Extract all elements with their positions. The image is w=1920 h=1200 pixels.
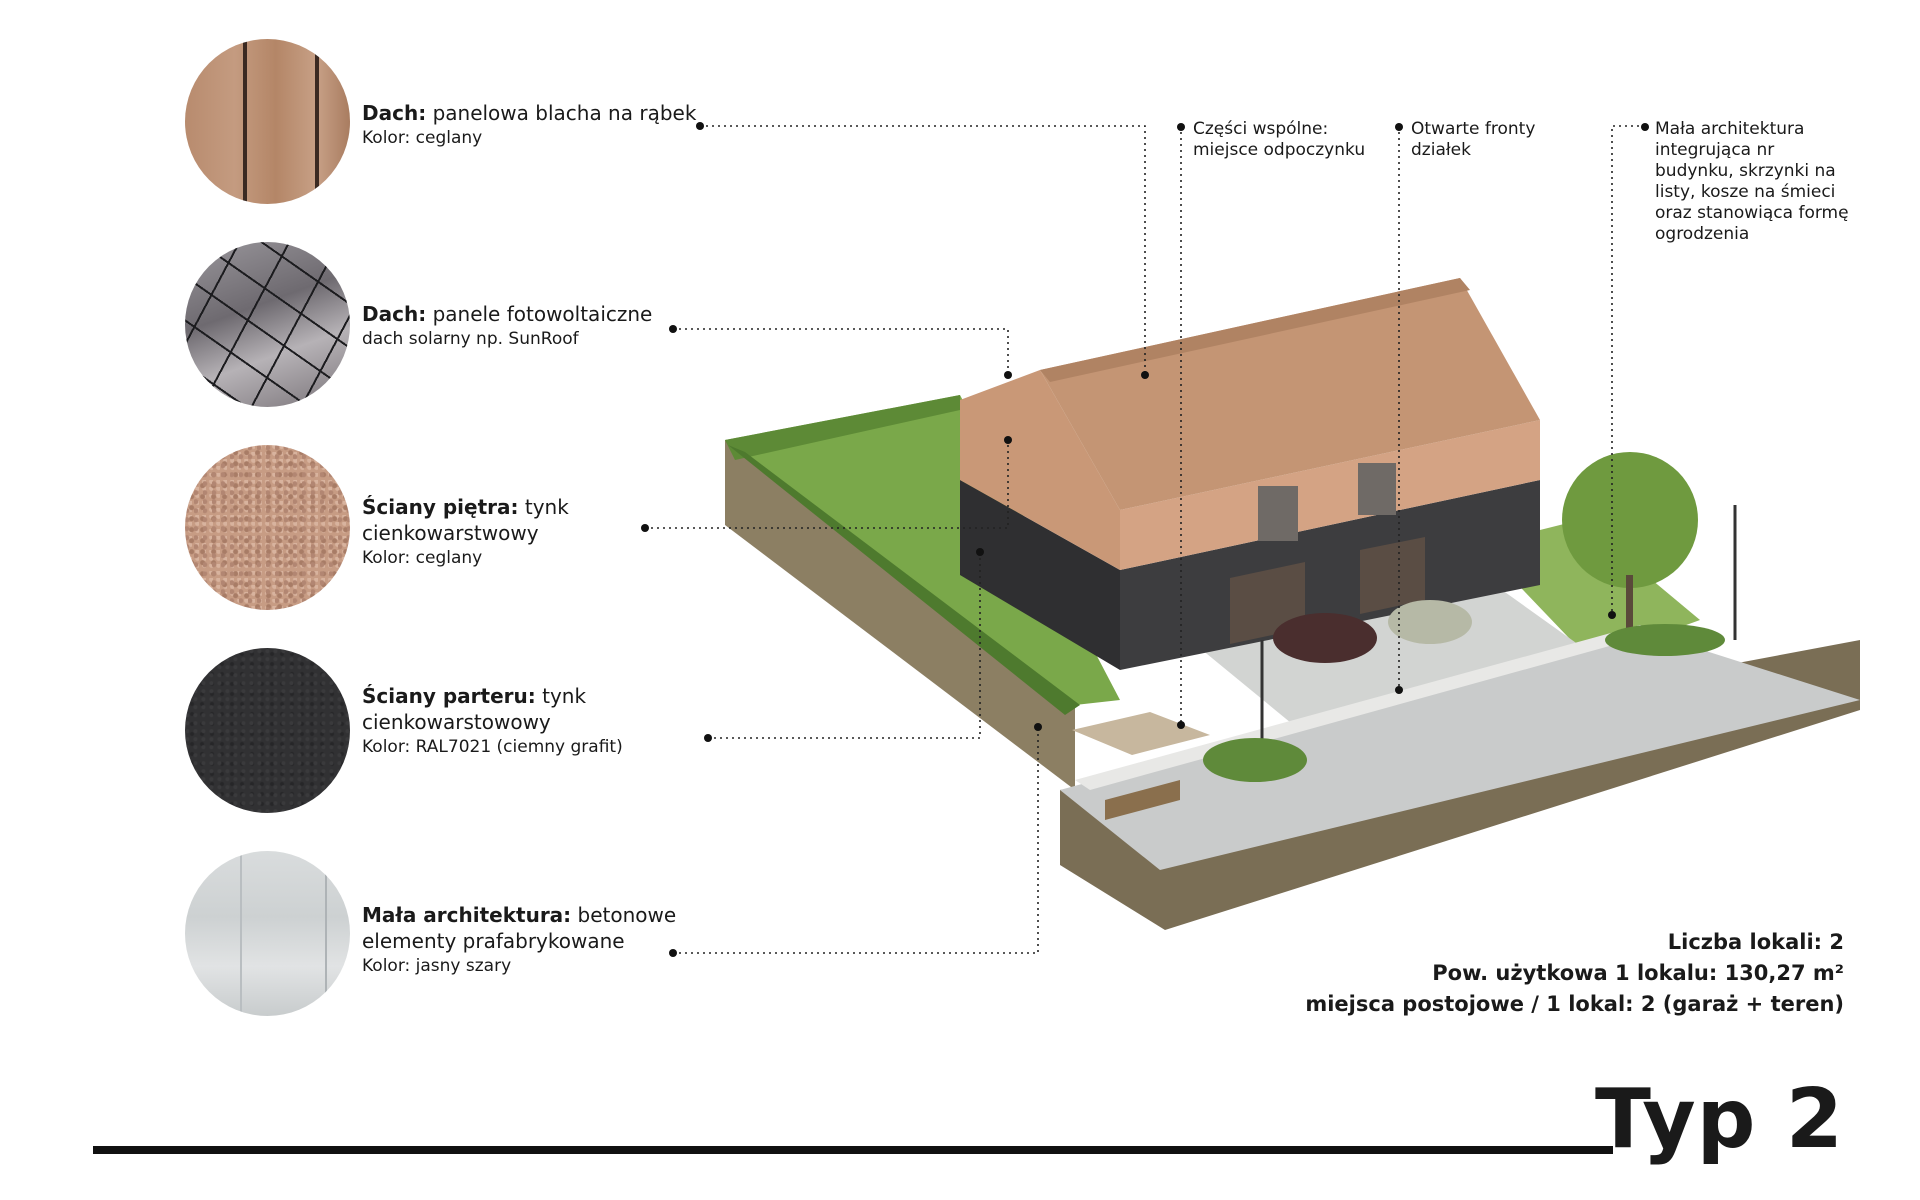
car-dark	[1273, 613, 1377, 663]
units-count: Liczba lokali: 2	[1667, 930, 1844, 954]
ground-floor-front	[1120, 480, 1540, 670]
material-label-ground-wall: Ściany parteru: tynk cienkowarstowowy Ko…	[362, 684, 623, 757]
hedge-side	[728, 445, 1080, 715]
material-label-upper-wall: Ściany piętra: tynk cienkowarstwowy Kolo…	[362, 495, 569, 568]
ground-wall-plaster-swatch	[185, 648, 350, 813]
pergola-roof	[1072, 712, 1210, 755]
concrete-swatch	[185, 851, 350, 1016]
roof-ridge-shade	[1040, 278, 1470, 382]
title-rule	[93, 1146, 1613, 1154]
callout-open-fronts: Otwarte fronty działek	[1411, 119, 1536, 160]
callout-common-area: Części wspólne: miejsce odpoczynku	[1193, 119, 1366, 160]
parking-spaces: miejsca postojowe / 1 lokal: 2 (garaż + …	[1305, 992, 1844, 1016]
window-left	[1258, 486, 1298, 541]
garage-door-right	[1360, 537, 1425, 614]
shrub-front	[1203, 738, 1307, 782]
roof	[1040, 278, 1540, 510]
driveway	[1190, 560, 1600, 755]
material-label-roof-metal: Dach: panelowa blacha na rąbek Kolor: ce…	[362, 101, 697, 148]
lawn	[725, 395, 1120, 705]
material-label-solar: Dach: panele fotowoltaiczne dach solarny…	[362, 302, 653, 349]
tree-crown	[1562, 452, 1698, 588]
car-light	[1388, 600, 1472, 644]
unit-stats: Liczba lokali: 2 Pow. użytkowa 1 lokalu:…	[1305, 927, 1844, 1020]
usable-area: Pow. użytkowa 1 lokalu: 130,27 m²	[1432, 961, 1844, 985]
solar-panel-swatch	[185, 242, 350, 407]
callout-small-architecture: Mała architektura integrująca nr budynku…	[1655, 119, 1849, 244]
upper-floor-front	[1120, 420, 1540, 570]
window-right	[1358, 463, 1396, 515]
material-label-concrete: Mała architektura: betonowe elementy pra…	[362, 903, 677, 976]
tree-trunk	[1626, 575, 1633, 630]
type-title: Typ 2	[1595, 1072, 1844, 1167]
plot-soil	[725, 440, 1075, 790]
street	[1060, 630, 1860, 870]
upper-wall-plaster-swatch	[185, 445, 350, 610]
hedge	[725, 395, 960, 460]
pergola-fence	[1105, 780, 1180, 820]
roof-metal-swatch	[185, 39, 350, 204]
upper-floor-gable	[960, 370, 1120, 570]
shrub-right	[1605, 624, 1725, 656]
